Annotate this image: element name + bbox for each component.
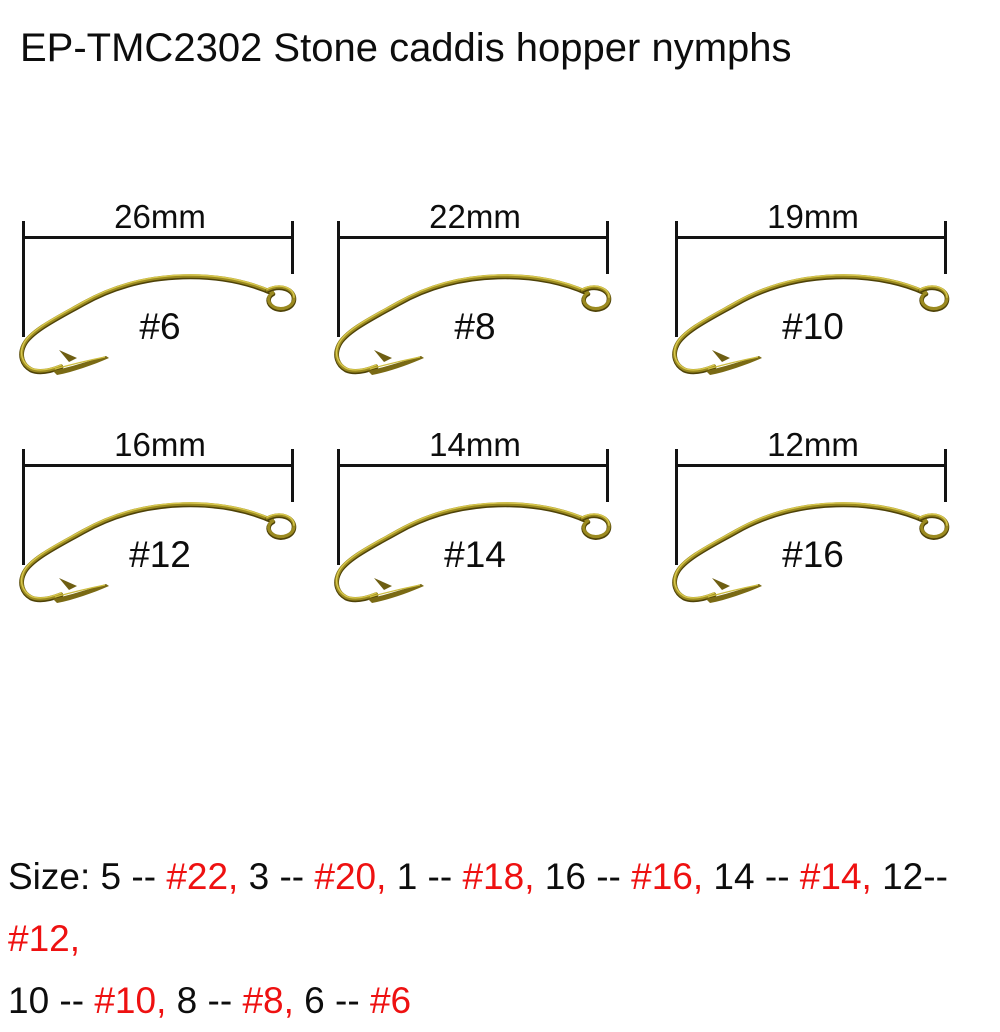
hook-cell-5: 14mm #14 [330, 428, 620, 614]
size-note-text: 8 -- [166, 980, 243, 1021]
size-note-red-value: #20, [314, 856, 387, 897]
dimension-line [676, 236, 946, 239]
hook-size-label: #16 [782, 534, 844, 575]
size-note-text: 14 -- [703, 856, 800, 897]
hook-cell-2: 22mm #8 [330, 200, 620, 386]
dimension-tick-left [337, 449, 340, 565]
dimension-line [23, 464, 293, 467]
size-note-line-2: 10 -- #10, 8 -- #8, 6 -- #6 [8, 970, 998, 1032]
hook-size-label: #6 [139, 306, 181, 347]
dimension-tick-right [291, 221, 294, 274]
dimension-label: 14mm [429, 426, 521, 463]
size-note-line-1: Size: 5 -- #22, 3 -- #20, 1 -- #18, 16 -… [8, 846, 998, 970]
size-note-text: 12-- [871, 856, 959, 897]
dimension-tick-left [22, 449, 25, 565]
dimension-tick-left [337, 221, 340, 337]
dimension-line [23, 236, 293, 239]
hook-size-label: #10 [782, 306, 844, 347]
size-note-text: 10 -- [8, 980, 95, 1021]
size-note-red-value: #10, [94, 980, 167, 1021]
dimension-label: 22mm [429, 198, 521, 235]
size-note-red-value: #14, [799, 856, 872, 897]
size-note-text: 1 -- [386, 856, 463, 897]
dimension-label: 19mm [767, 198, 859, 235]
hook-cell-1: 26mm #6 [15, 200, 305, 386]
dimension-tick-right [944, 221, 947, 274]
dimension-tick-right [291, 449, 294, 502]
dimension-tick-left [22, 221, 25, 337]
hook-cell-6: 12mm #16 [668, 428, 958, 614]
dimension-label: 16mm [114, 426, 206, 463]
page-title: EP-TMC2302 Stone caddis hopper nymphs [20, 26, 792, 70]
size-note-red-value: #16, [631, 856, 704, 897]
product-infographic: { "title": "EP-TMC2302 Stone caddis hopp… [8, 26, 958, 1021]
size-note: Size: 5 -- #22, 3 -- #20, 1 -- #18, 16 -… [8, 846, 998, 1032]
dimension-tick-right [944, 449, 947, 502]
dimension-tick-right [606, 221, 609, 274]
size-note-red-value: #8, [242, 980, 294, 1021]
size-note-text: 3 -- [238, 856, 315, 897]
dimension-tick-left [675, 449, 678, 565]
hook-size-label: #8 [454, 306, 496, 347]
size-note-text: Size: 5 -- [8, 856, 167, 897]
size-note-red-value: #12, [8, 918, 81, 959]
size-note-text: 16 -- [534, 856, 632, 897]
size-note-red-value: #18, [462, 856, 535, 897]
hook-size-label: #12 [129, 534, 191, 575]
hook-size-label: #14 [444, 534, 506, 575]
dimension-label: 12mm [767, 426, 859, 463]
dimension-tick-right [606, 449, 609, 502]
hook-cell-3: 19mm #10 [668, 200, 958, 386]
size-note-text: 6 -- [293, 980, 370, 1021]
size-note-red-value: #22, [166, 856, 239, 897]
dimension-line [338, 236, 608, 239]
size-note-red-value: #6 [369, 980, 412, 1021]
dimension-line [676, 464, 946, 467]
dimension-label: 26mm [114, 198, 206, 235]
hook-cell-4: 16mm #12 [15, 428, 305, 614]
dimension-line [338, 464, 608, 467]
dimension-tick-left [675, 221, 678, 337]
